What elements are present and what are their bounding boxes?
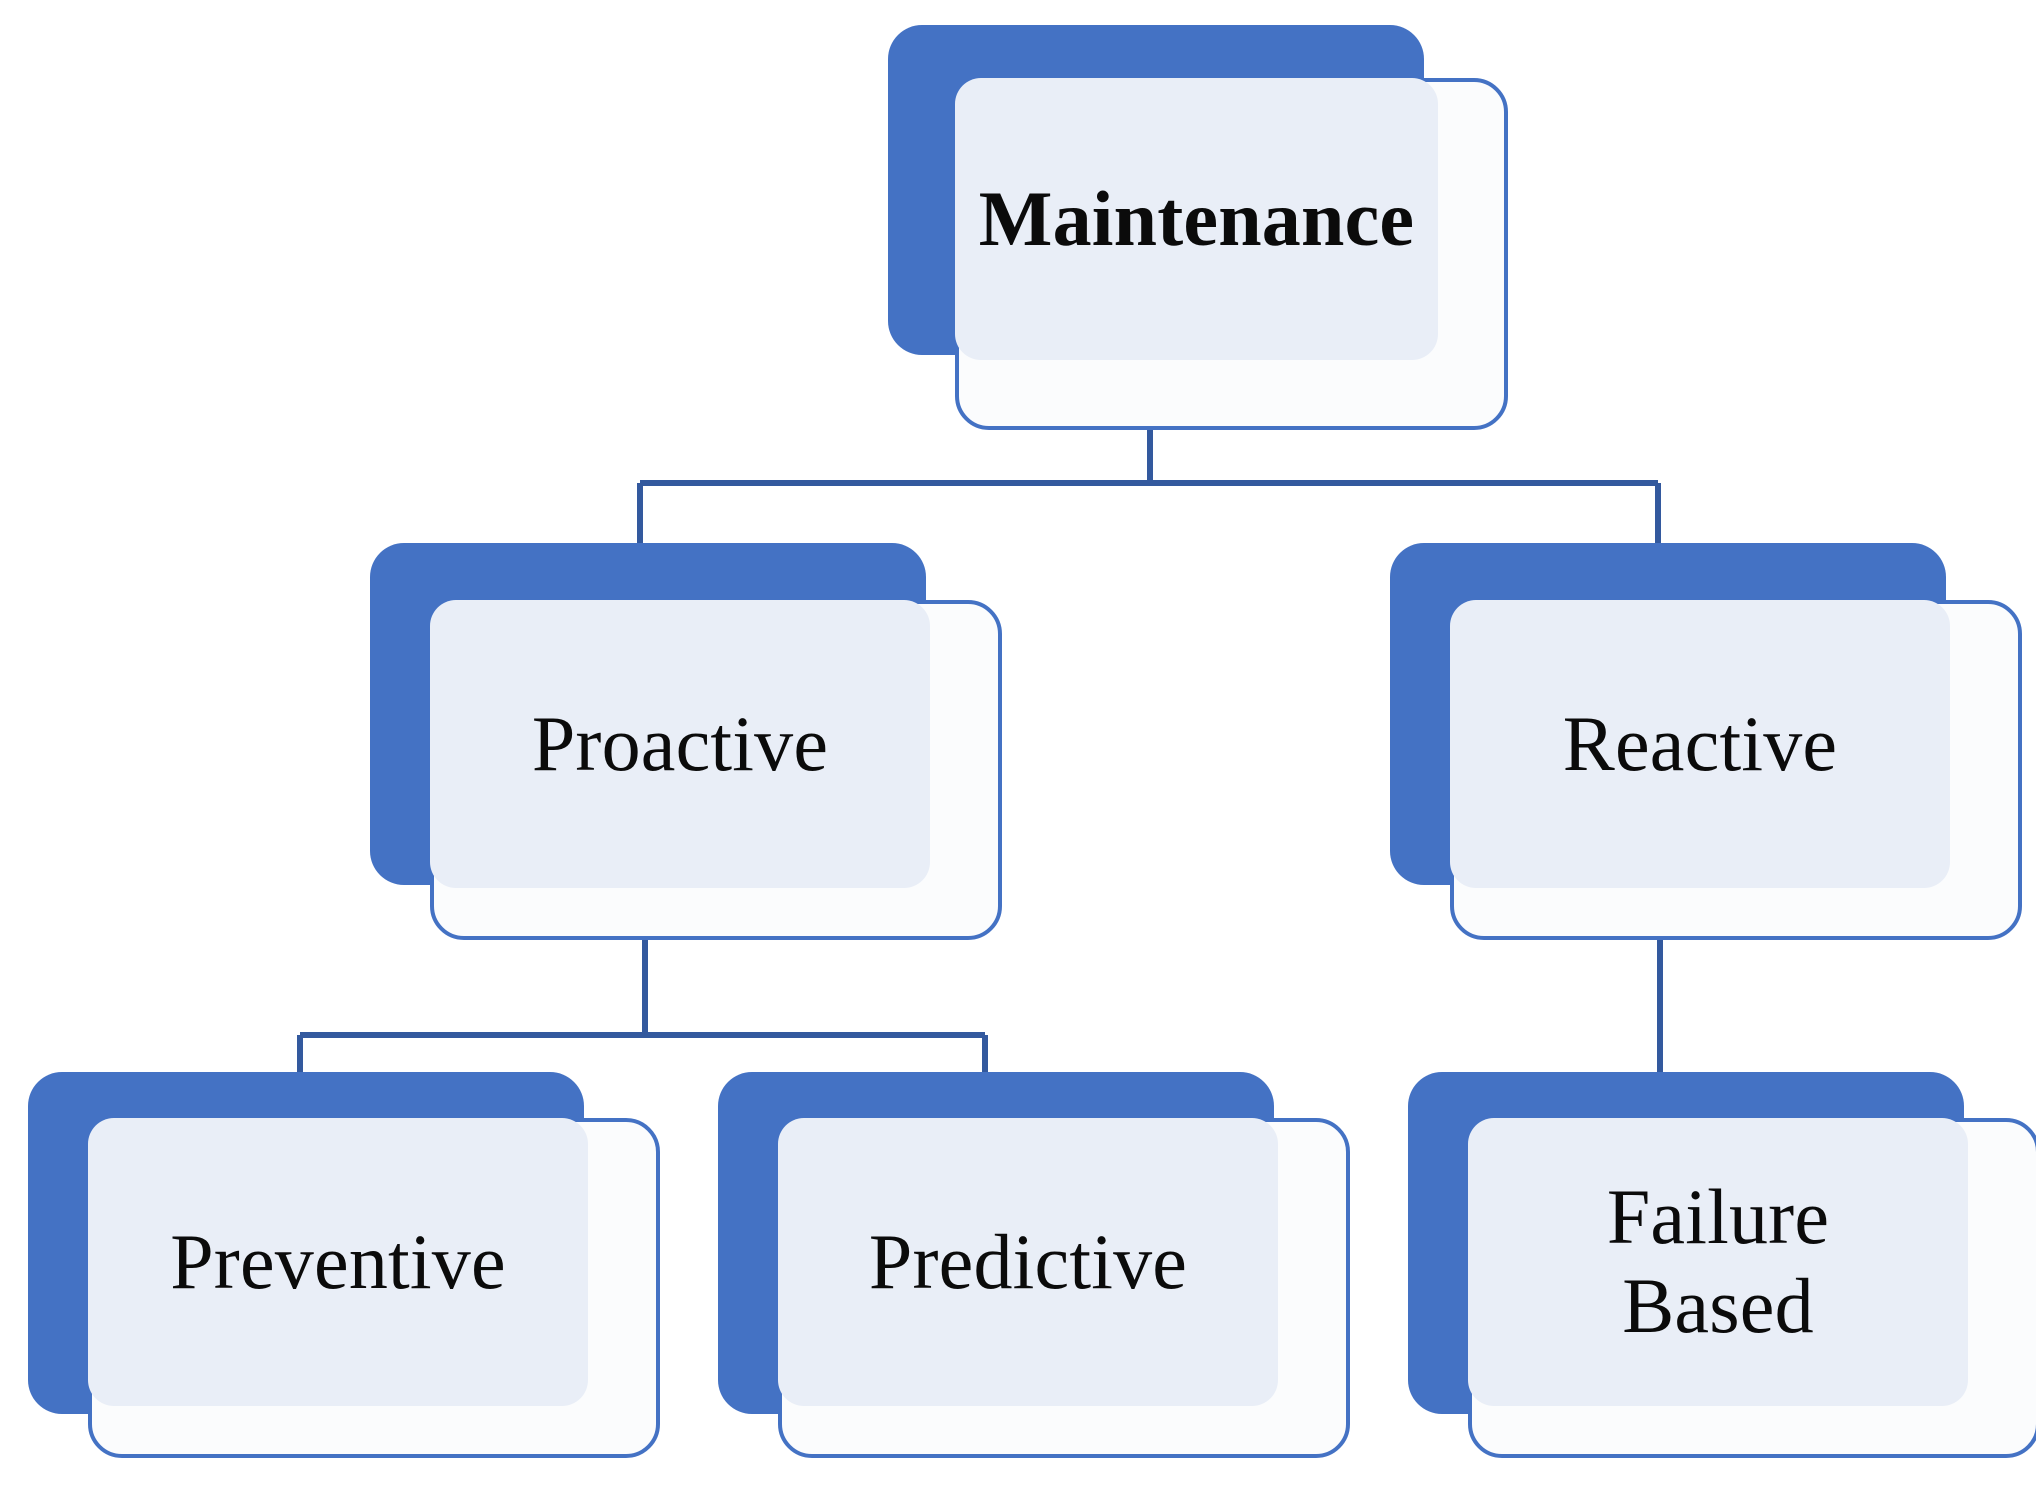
node-reactive-label: Reactive [1562,699,1838,787]
node-failure-based-label: Failure Based [1606,1173,1830,1349]
node-maintenance-label: Maintenance [978,174,1415,262]
node-maintenance-panel: Maintenance [955,78,1438,360]
node-preventive-panel: Preventive [88,1118,588,1406]
node-proactive-panel: Proactive [430,600,930,888]
node-proactive-label: Proactive [531,699,829,787]
node-preventive-label: Preventive [170,1217,506,1305]
node-predictive-label: Predictive [868,1217,1188,1305]
node-failure-based-panel: Failure Based [1468,1118,1968,1406]
node-predictive-panel: Predictive [778,1118,1278,1406]
node-reactive-panel: Reactive [1450,600,1950,888]
